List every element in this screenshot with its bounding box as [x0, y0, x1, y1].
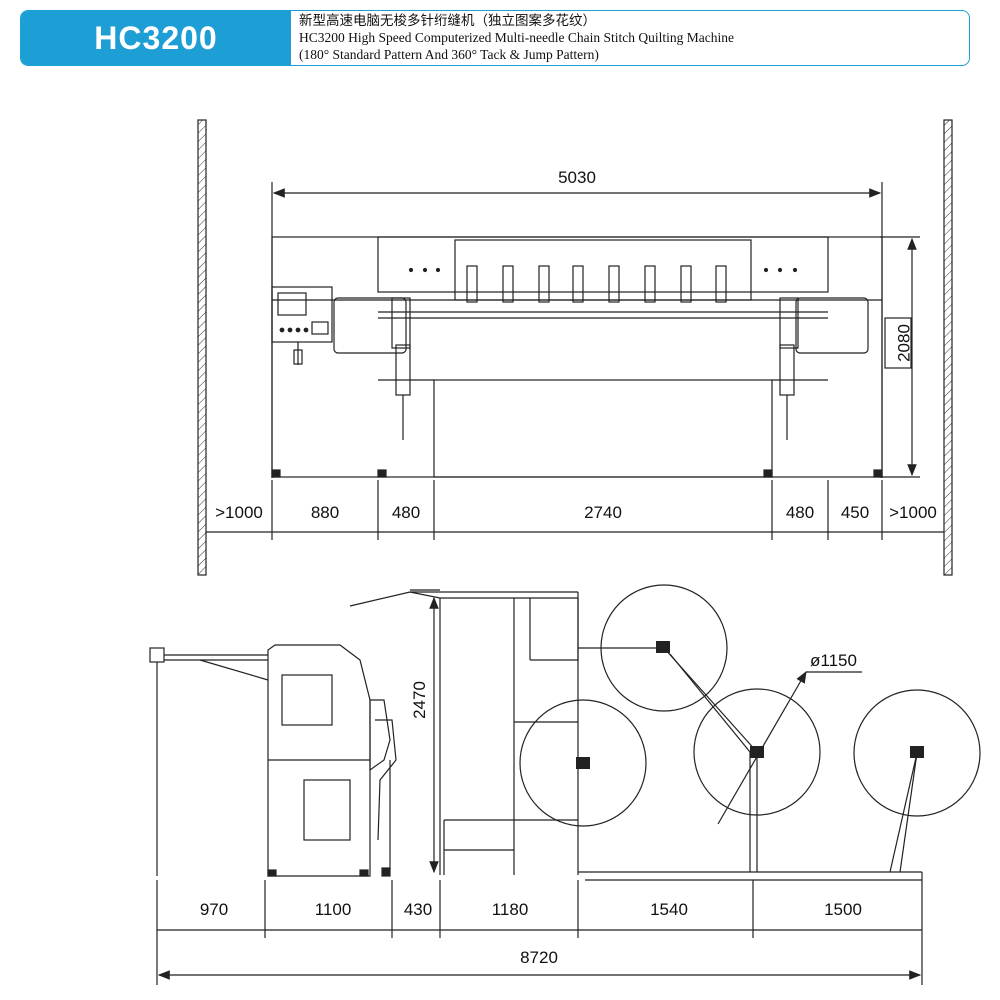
dim-side-3: 1180	[492, 900, 529, 919]
title-chinese: 新型高速电脑无梭多针绗缝机（独立图案多花纹）	[299, 13, 596, 28]
front-view	[197, 119, 953, 576]
subtitle-english: (180° Standard Pattern And 360° Tack & J…	[299, 47, 599, 62]
dim-bottom-0: >1000	[215, 503, 263, 522]
model-label: HC3200	[21, 11, 291, 65]
header-banner: HC3200 新型高速电脑无梭多针绗缝机（独立图案多花纹） HC3200 Hig…	[20, 10, 970, 66]
machine-frame	[271, 236, 883, 478]
side-panel-lower	[303, 779, 351, 841]
control-screen	[277, 292, 307, 316]
title-block: 新型高速电脑无梭多针绗缝机（独立图案多花纹） HC3200 High Speed…	[299, 12, 734, 63]
dim-overall-length: 8720	[520, 948, 558, 967]
needle-bar-housing	[454, 239, 752, 301]
dim-bottom-6: >1000	[889, 503, 937, 522]
left-wall	[197, 119, 207, 576]
side-panel-upper	[281, 674, 333, 726]
dim-overall-width: 5030	[558, 168, 596, 187]
quilting-table	[433, 379, 773, 478]
needle-bar-slots	[466, 265, 727, 303]
dim-bottom-2: 480	[392, 503, 420, 522]
arm-support	[149, 647, 165, 663]
front-view-labels: 5030 2080 >1000 880 480 2740 480 450 >10…	[215, 168, 937, 522]
title-english: HC3200 High Speed Computerized Multi-nee…	[299, 30, 734, 45]
diameter-leader	[717, 670, 807, 825]
fabric-roll-2	[519, 699, 647, 827]
dim-bottom-1: 880	[311, 503, 339, 522]
dim-side-2: 430	[404, 900, 432, 919]
dim-bottom-4: 480	[786, 503, 814, 522]
dim-side-4: 1540	[650, 900, 688, 919]
right-wall	[943, 119, 953, 576]
dim-side-0: 970	[200, 900, 228, 919]
side-view-labels: 2470 ø1150 970 1100 430 1180 1540 1500 8…	[200, 651, 862, 967]
dim-bottom-3: 2740	[584, 503, 622, 522]
sewing-head-right	[795, 297, 869, 354]
dim-bottom-5: 450	[841, 503, 869, 522]
machine-body-side	[267, 644, 371, 877]
height-label-box	[884, 317, 912, 369]
control-panel	[271, 286, 333, 343]
dim-side-1: 1100	[315, 900, 352, 919]
dim-side-height: 2470	[410, 681, 429, 719]
side-view	[149, 584, 981, 985]
dim-height: 2080	[894, 324, 913, 362]
fabric-roll-4	[853, 689, 981, 817]
sewing-head-left	[333, 297, 407, 354]
dim-roll-diameter: ø1150	[810, 651, 857, 670]
dim-side-5: 1500	[824, 900, 862, 919]
